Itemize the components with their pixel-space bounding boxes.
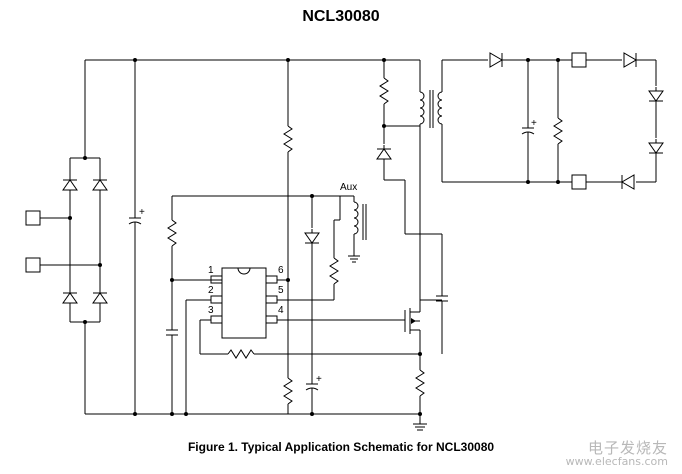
figure-caption: Figure 1. Typical Application Schematic … [187, 440, 495, 454]
page-title: NCL30080 [302, 8, 380, 25]
pin-2-label: 2 [208, 285, 214, 296]
pin-6-label: 6 [278, 265, 284, 276]
pin-5-label: 5 [278, 285, 284, 296]
vcc-cap-plus-label: + [316, 374, 322, 385]
pin-4-label: 4 [278, 305, 284, 316]
transformer [419, 60, 443, 300]
startup-resistor [283, 58, 293, 414]
watermark-brand: 电子发烧友 [587, 439, 668, 457]
ncl30080-ic: 1 2 3 6 5 4 [208, 265, 284, 339]
cap-plus-label: + [139, 207, 145, 218]
sense-resistor [413, 352, 427, 431]
bridge-rectifier [62, 156, 108, 324]
vcc-supply: + [304, 194, 322, 416]
aux-label: Aux [340, 182, 357, 193]
input-terminal-top [25, 210, 41, 226]
secondary-output: + [442, 52, 572, 184]
aux-winding: Aux [329, 182, 367, 300]
input-terminal-bottom [25, 257, 41, 273]
watermark: 电子发烧友 www.elecfans.com [565, 439, 668, 469]
mosfet [404, 300, 421, 354]
output-terminal-bottom [571, 174, 587, 190]
watermark-url: www.elecfans.com [565, 455, 668, 468]
output-cap-plus-label: + [531, 118, 537, 129]
output-terminal-top [571, 52, 587, 68]
pin-1-label: 1 [208, 265, 214, 276]
led-string [571, 52, 664, 190]
pin-3-label: 3 [208, 305, 214, 316]
bulk-capacitor: + [128, 58, 145, 416]
zcd-network [166, 195, 340, 416]
rcd-clamp [376, 58, 420, 181]
